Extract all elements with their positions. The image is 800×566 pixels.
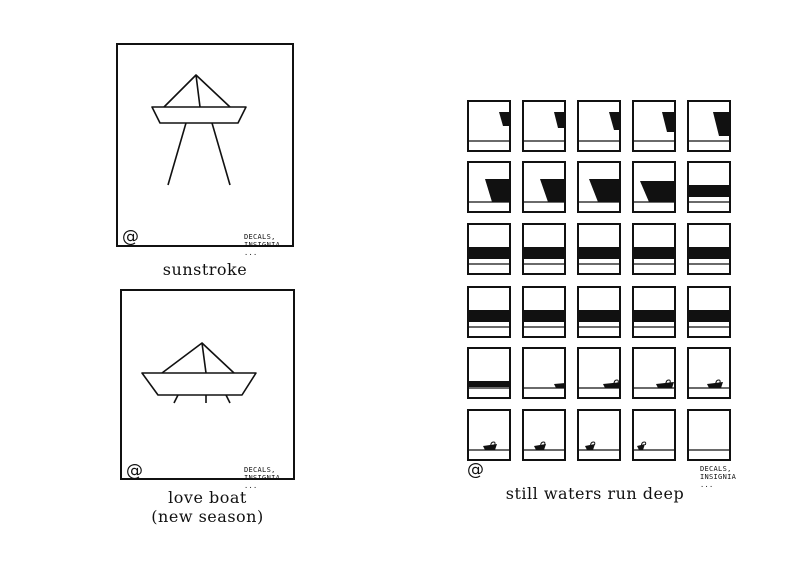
storyboard-tile (467, 100, 511, 152)
tile-drawing (634, 310, 674, 328)
tile-drawing (524, 247, 564, 265)
tile-drawing (469, 112, 509, 142)
spiral-mark-icon: @ (126, 461, 143, 481)
tile-drawing (689, 379, 729, 389)
tile-drawing (524, 383, 564, 389)
storyboard-tile (632, 161, 676, 213)
storyboard-tile (467, 286, 511, 338)
brand-line: ... (700, 481, 714, 489)
love-boat-panel: @ (120, 289, 295, 480)
tile-drawing (469, 247, 509, 265)
storyboard-tile (522, 347, 566, 399)
storyboard-tile (632, 347, 676, 399)
storyboard-tile (632, 223, 676, 275)
tile-drawing (579, 310, 619, 328)
storyboard-tile (687, 286, 731, 338)
decals-insignia-brand: DECALS, INSIGNIA ... (244, 466, 280, 490)
storyboard-tile (687, 409, 731, 461)
tile-drawing (689, 310, 729, 328)
decals-insignia-brand: DECALS, INSIGNIA ... (700, 465, 736, 489)
brand-line: INSIGNIA (244, 241, 281, 249)
tile-drawing (689, 112, 729, 142)
brand-line: DECALS, (244, 233, 276, 241)
tile-drawing (524, 179, 564, 203)
storyboard-tile (522, 100, 566, 152)
storyboard-tile (522, 223, 566, 275)
caption-line: sunstroke (162, 260, 248, 279)
still-waters-caption: still waters run deep (480, 484, 710, 503)
sunstroke-panel: @ (116, 43, 294, 247)
storyboard-tile (687, 100, 731, 152)
brand-line: INSIGNIA (244, 474, 281, 482)
storyboard-tile (632, 100, 676, 152)
paper-boat-with-legs-drawing (151, 74, 247, 186)
storyboard-tile (687, 223, 731, 275)
tile-drawing (579, 247, 619, 265)
tile-drawing (634, 112, 674, 142)
brand-line: INSIGNIA (700, 473, 737, 481)
brand-line: ... (244, 482, 258, 490)
spiral-mark-icon: @ (467, 460, 484, 480)
tile-drawing (524, 310, 564, 328)
caption-line: (new season) (151, 507, 264, 526)
brand-line: ... (244, 249, 258, 257)
tile-drawing (634, 181, 674, 203)
caption-line: still waters run deep (505, 484, 685, 503)
tile-drawing (469, 310, 509, 328)
storyboard-tile (467, 409, 511, 461)
tile-drawing (469, 381, 509, 389)
storyboard-tile (577, 223, 621, 275)
paper-boat-drawing (141, 342, 257, 404)
decals-insignia-brand: DECALS, INSIGNIA ... (244, 233, 280, 257)
spiral-mark-icon: @ (122, 227, 139, 247)
sunstroke-caption: sunstroke (116, 260, 294, 279)
storyboard-tile (687, 347, 731, 399)
tile-drawing (579, 379, 619, 389)
caption-line: love boat (168, 488, 247, 507)
tile-drawing (689, 185, 729, 203)
storyboard-tile (577, 409, 621, 461)
tile-drawing (579, 441, 619, 451)
storyboard-tile (522, 409, 566, 461)
storyboard-tile (467, 347, 511, 399)
storyboard-tile (522, 161, 566, 213)
love-boat-caption: love boat (new season) (120, 488, 295, 526)
tile-drawing (524, 112, 564, 142)
storyboard-tile (577, 100, 621, 152)
storyboard-tile (632, 286, 676, 338)
storyboard-tile (577, 347, 621, 399)
tile-drawing (689, 449, 729, 451)
tile-drawing (579, 112, 619, 142)
tile-drawing (634, 441, 674, 451)
storyboard-tile (467, 161, 511, 213)
tile-drawing (634, 247, 674, 265)
tile-drawing (689, 247, 729, 265)
tile-drawing (634, 379, 674, 389)
storyboard-tile (577, 286, 621, 338)
storyboard-tile (632, 409, 676, 461)
brand-line: DECALS, (244, 466, 276, 474)
storyboard-tile (522, 286, 566, 338)
storyboard-tile (577, 161, 621, 213)
tile-drawing (469, 179, 509, 203)
tile-drawing (579, 179, 619, 203)
tile-drawing (469, 441, 509, 451)
storyboard-tile (687, 161, 731, 213)
storyboard-tile (467, 223, 511, 275)
brand-line: DECALS, (700, 465, 732, 473)
tile-drawing (524, 441, 564, 451)
